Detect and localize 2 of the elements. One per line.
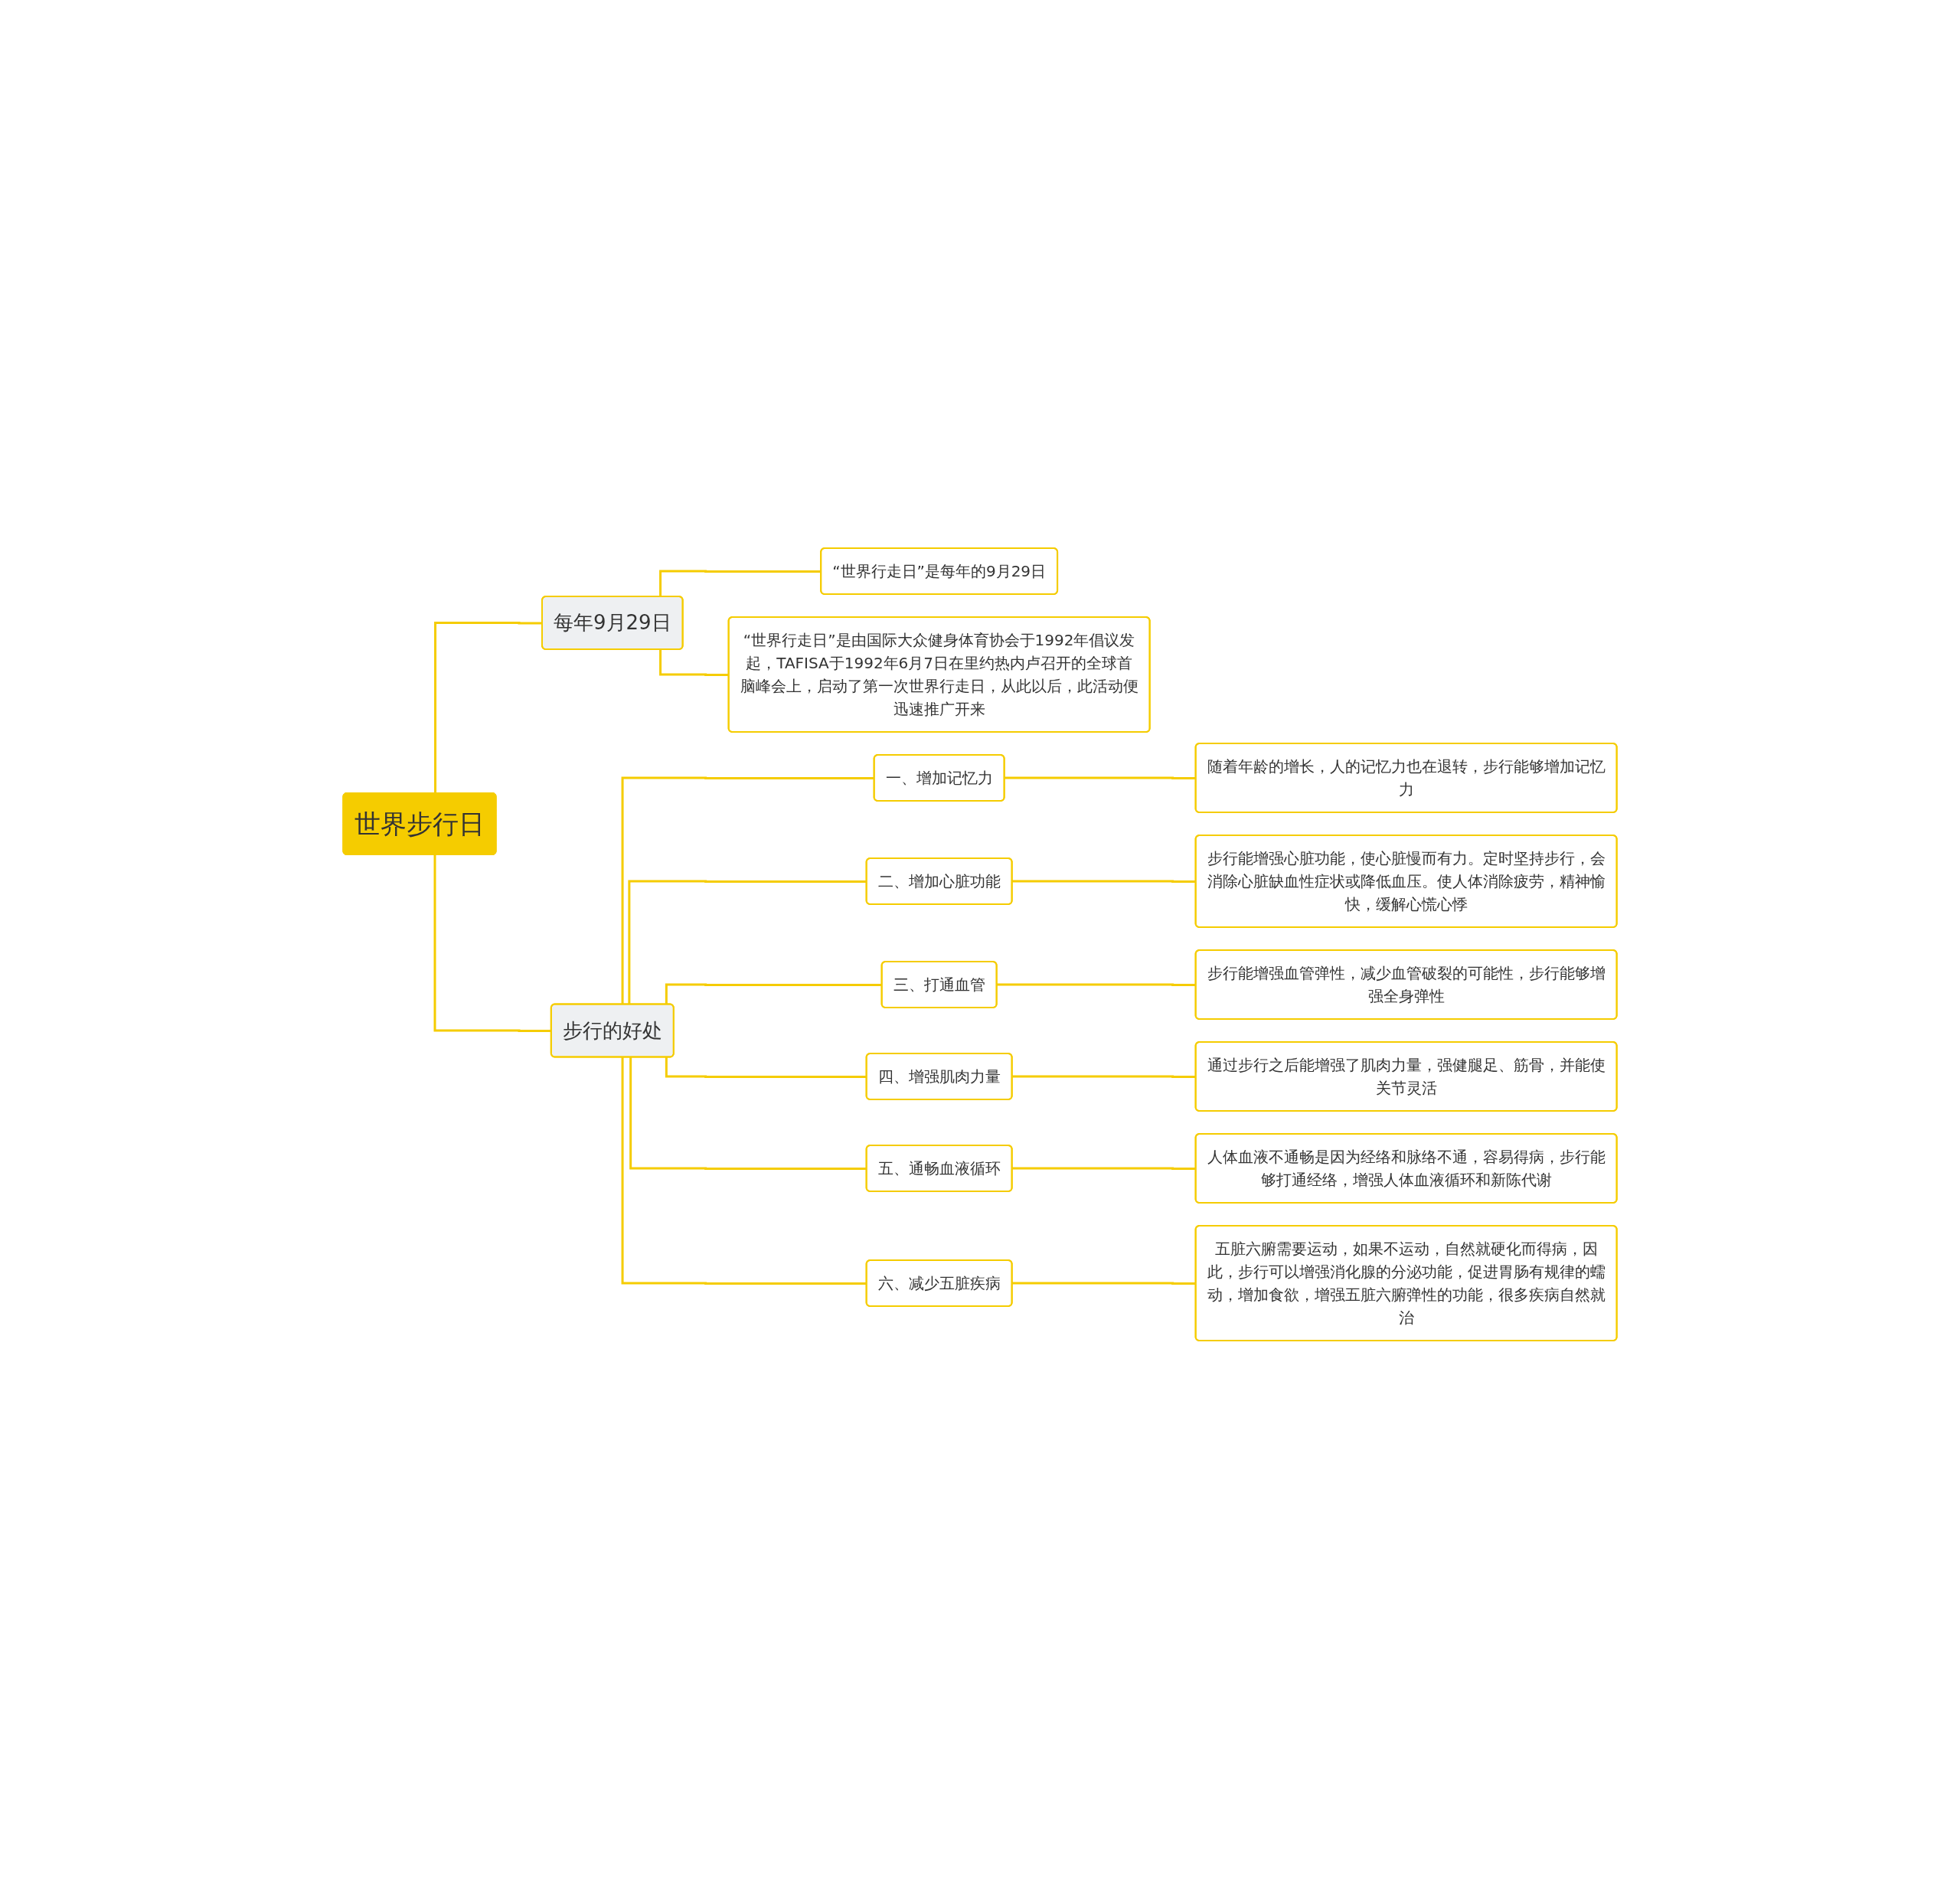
connector [434,621,543,793]
connector [659,570,822,596]
